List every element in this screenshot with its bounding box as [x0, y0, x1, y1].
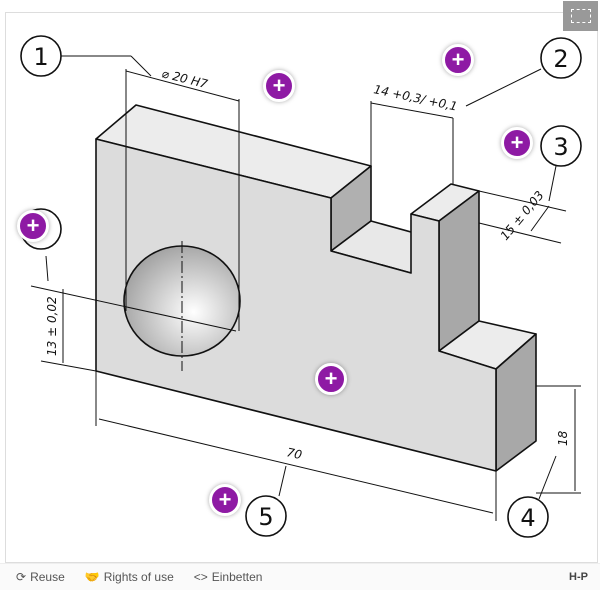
callout-5: 5	[258, 503, 273, 531]
h5p-footer: ⟳Reuse 🤝Rights of use <>Einbetten H-P	[0, 563, 600, 590]
dim-height: 13 ± 0,02	[45, 296, 59, 356]
reuse-icon: ⟳	[16, 570, 27, 584]
reuse-label: Reuse	[30, 570, 65, 584]
callout-3: 3	[553, 133, 568, 161]
callout-1: 1	[33, 43, 48, 71]
hotspot-3[interactable]: +	[501, 127, 533, 159]
dim-slot: 14 +0,3/ +0,1	[372, 82, 458, 113]
hotspot-5[interactable]: +	[315, 363, 347, 395]
reuse-button[interactable]: ⟳Reuse	[16, 570, 65, 584]
dim-tower: 15 ± 0,03	[498, 188, 547, 243]
dim-step: 18	[556, 430, 570, 446]
code-icon: <>	[193, 570, 208, 584]
callout-2: 2	[553, 45, 568, 73]
handshake-icon: 🤝	[84, 570, 100, 584]
hotspot-6[interactable]: +	[209, 484, 241, 516]
dim-length: 70	[285, 445, 303, 462]
embed-button[interactable]: <>Einbetten	[194, 570, 263, 584]
fullscreen-icon	[570, 9, 591, 23]
image-hotspots-container: 1 2 3 4 5 ⌀ 20 H7 14 +0,3/ +0,1 15 ± 0,0…	[5, 12, 598, 563]
dim-hole: ⌀ 20 H7	[160, 66, 209, 91]
hotspot-4[interactable]: +	[17, 210, 49, 242]
hotspot-1[interactable]: +	[263, 70, 295, 102]
callout-4: 4	[520, 504, 535, 532]
hotspot-2[interactable]: +	[442, 44, 474, 76]
technical-drawing: 1 2 3 4 5 ⌀ 20 H7 14 +0,3/ +0,1 15 ± 0,0…	[20, 35, 582, 538]
embed-label: Einbetten	[211, 570, 263, 584]
fullscreen-button[interactable]	[563, 1, 598, 31]
rights-label: Rights of use	[103, 570, 174, 584]
h5p-logo[interactable]: H-P	[569, 571, 588, 583]
rights-of-use-button[interactable]: 🤝Rights of use	[85, 570, 174, 584]
